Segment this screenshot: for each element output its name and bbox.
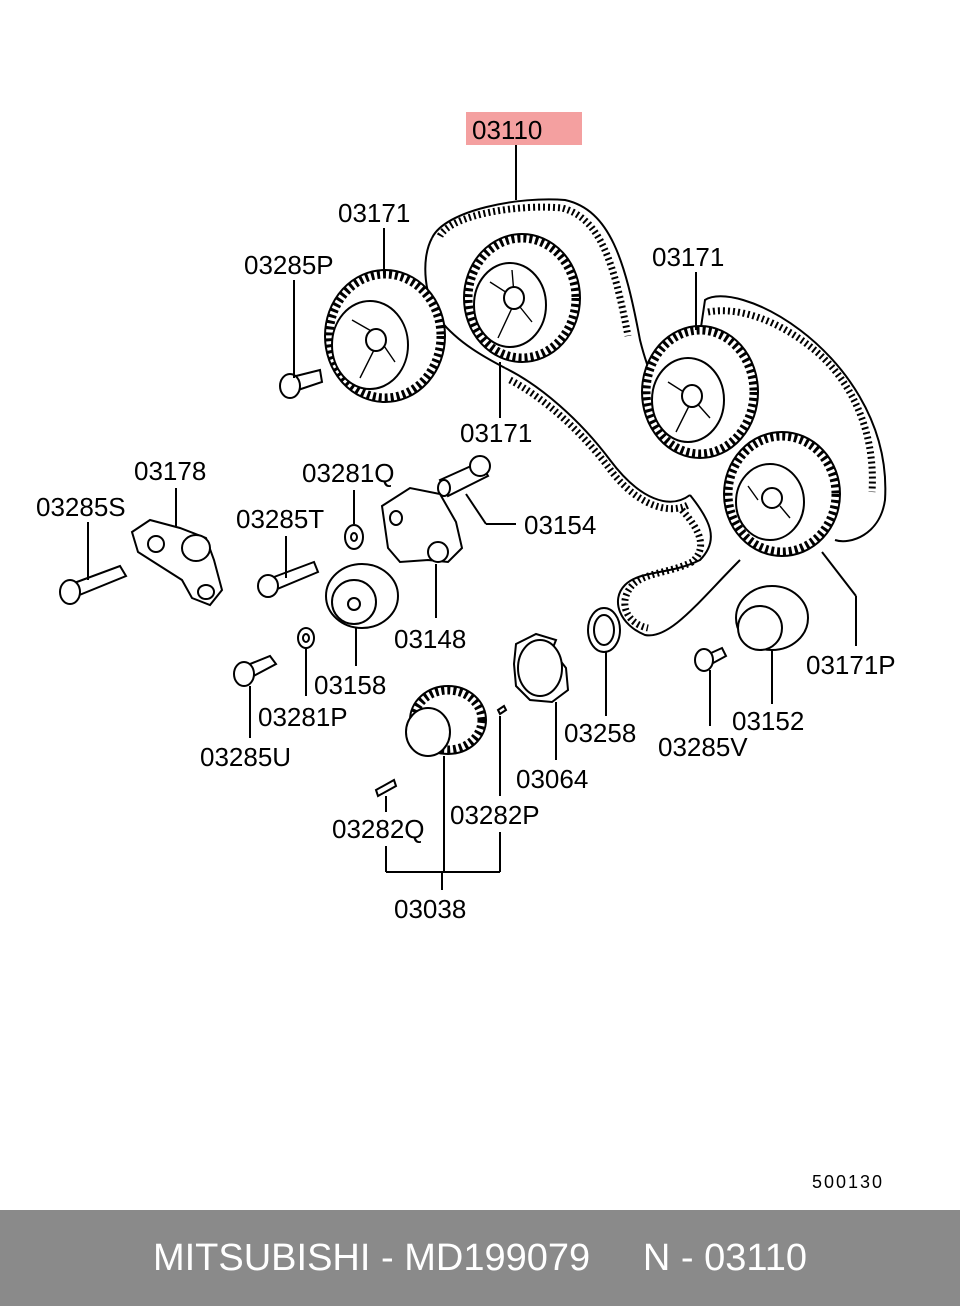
crank-sprocket-03038[interactable] [405,685,487,757]
label-03281q[interactable]: 03281Q [302,458,395,488]
label-03282q[interactable]: 03282Q [332,814,425,844]
label-03282p[interactable]: 03282P [450,800,540,830]
label-03178[interactable]: 03178 [134,456,206,486]
camshaft-sprocket-center[interactable] [463,233,581,363]
footer-ref: 03110 [704,1236,808,1279]
footer-part-number: MD199079 [404,1236,591,1279]
label-03171-center[interactable]: 03171 [460,418,532,448]
label-03038[interactable]: 03038 [394,894,466,924]
washer-03281p[interactable] [297,627,315,649]
bolt-03285u[interactable] [233,654,278,687]
label-03148[interactable]: 03148 [394,624,466,654]
footer-gap [590,1237,643,1280]
footer-brand: MITSUBISHI [152,1236,371,1279]
parts-diagram: 03110 [36,112,896,1192]
label-03158[interactable]: 03158 [314,670,386,700]
label-03258[interactable]: 03258 [564,718,636,748]
sprocket-right[interactable] [641,325,759,459]
footer-separator: - [370,1236,405,1279]
washer-03281q[interactable] [344,524,364,550]
key-03282p[interactable] [496,704,508,716]
bolt-03285t[interactable] [257,560,320,598]
label-03285p[interactable]: 03285P [244,250,334,280]
label-03285s[interactable]: 03285S [36,492,126,522]
tensioner-arm-03178[interactable] [130,518,224,607]
footer-position: N [642,1236,671,1279]
idler-pulley-03158[interactable] [325,563,399,629]
label-03285v[interactable]: 03285V [658,732,748,762]
label-03064[interactable]: 03064 [516,764,588,794]
label-03171-right[interactable]: 03171 [652,242,724,272]
label-03152[interactable]: 03152 [732,706,804,736]
label-03171p[interactable]: 03171P [806,650,896,680]
camshaft-sprocket-left[interactable] [324,269,446,403]
spacer-03258[interactable] [587,607,621,653]
label-03285u[interactable]: 03285U [200,742,291,772]
bolt-03285p[interactable] [279,368,324,399]
label-03154[interactable]: 03154 [524,510,596,540]
highlight-box [466,112,582,145]
footer-bar: MITSUBISHI - MD199079 N - 03110 [0,1210,960,1306]
label-03171-left[interactable]: 03171 [338,198,410,228]
leader-lines [87,228,857,890]
bracket-03148[interactable] [380,486,464,564]
key-03282q[interactable] [374,778,398,798]
diagram-code: 500130 [812,1172,884,1192]
sprocket-03171p[interactable] [723,431,841,557]
bolt-03285v[interactable] [694,646,728,672]
pin-03154[interactable] [437,455,491,498]
label-03285t[interactable]: 03285T [236,504,324,534]
bolt-03285s[interactable] [59,564,128,605]
flange-03064[interactable] [512,632,570,704]
label-03281p[interactable]: 03281P [258,702,348,732]
label-03110[interactable]: 03110 [472,115,542,145]
idler-03152[interactable] [735,585,809,651]
footer-separator-2: - [670,1236,705,1279]
